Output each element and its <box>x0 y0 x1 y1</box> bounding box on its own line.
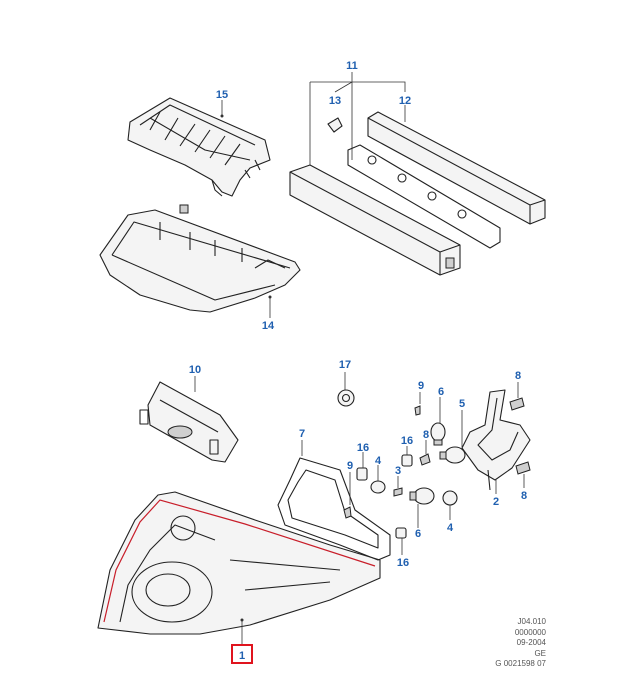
part-16-clip-middle <box>401 454 413 467</box>
part-17-grommet <box>337 389 355 407</box>
callout-4-lower: 4 <box>447 522 454 534</box>
callout-13: 13 <box>329 95 341 107</box>
reference-drawing-id: G 0021598 07 <box>495 659 546 668</box>
part-8-screw-upper-right <box>509 397 525 411</box>
part-12-led-strip <box>347 111 546 249</box>
reference-date: 09-2004 <box>516 638 546 647</box>
callout-16-left: 16 <box>357 442 369 454</box>
reference-code: J04.010 <box>517 617 546 626</box>
callout-6-upper: 6 <box>438 386 444 398</box>
part-1-tail-lamp <box>97 491 381 635</box>
part-4-bulb-lower <box>442 490 458 506</box>
part-4-bulb-upper <box>370 480 386 494</box>
callout-17: 17 <box>339 359 351 371</box>
part-16-clip-left <box>356 467 368 481</box>
part-15-bracket <box>127 97 271 197</box>
selected-callout-box <box>231 644 253 664</box>
callout-8-middle: 8 <box>423 429 429 441</box>
callout-4-upper: 4 <box>375 455 382 467</box>
callout-5: 5 <box>459 398 465 410</box>
reference-number: 0000000 <box>514 627 546 637</box>
part-3-screw <box>393 487 403 497</box>
part-5-bulb <box>439 446 466 464</box>
callout-8-lower-right: 8 <box>521 490 527 502</box>
callout-9-upper: 9 <box>418 380 424 392</box>
part-9-screw-lower <box>343 506 352 519</box>
part-13-clip <box>327 117 343 133</box>
part-11-light-bar <box>289 164 461 276</box>
callout-3: 3 <box>395 465 401 477</box>
callout-1: 1 <box>239 650 245 662</box>
callout-7: 7 <box>299 428 305 440</box>
part-2-bulb-holder <box>461 389 531 491</box>
part-6-bulb-lower <box>409 487 435 505</box>
callout-6-lower: 6 <box>415 528 421 540</box>
reference-language: GE <box>534 648 546 658</box>
callout-16-lower: 16 <box>397 557 409 569</box>
part-10-plate-lamp <box>139 381 239 463</box>
callout-11: 11 <box>346 60 358 72</box>
callout-16-middle: 16 <box>401 435 413 447</box>
callout-8-upper-right: 8 <box>515 370 521 382</box>
callout-9-lower: 9 <box>347 460 353 472</box>
part-8-screw-middle <box>419 453 431 466</box>
part-8-screw-lower-right <box>515 461 531 475</box>
callout-2: 2 <box>493 496 499 508</box>
part-9-screw-upper <box>414 405 421 416</box>
callout-12: 12 <box>399 95 411 107</box>
callout-10: 10 <box>189 364 201 376</box>
part-16-clip-lower <box>395 527 407 539</box>
callout-14: 14 <box>262 320 275 332</box>
callout-15: 15 <box>216 89 228 101</box>
part-6-bulb-upper <box>430 422 446 446</box>
part-14-housing <box>99 204 301 313</box>
drawing-reference-block: J04.010 0000000 09-2004 GE G 0021598 07 <box>466 617 546 670</box>
